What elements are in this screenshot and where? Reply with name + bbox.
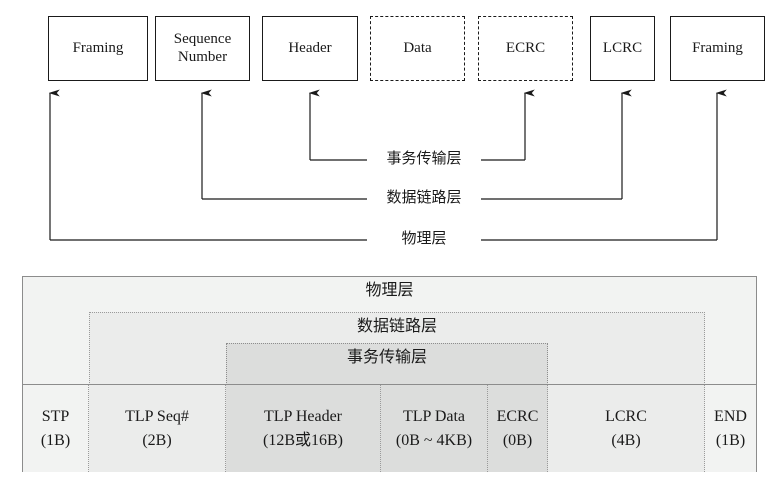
band-data-link-layer-label: 数据链路层 [356,318,437,335]
field-cell-ecrc: ECRC (0B) [488,385,548,472]
packet-box-lcrc-label: LCRC [602,39,643,56]
field-cell-tlp-header-size: (12B或16B) [262,431,343,449]
bracket-data-link-layer [200,89,632,200]
layer-encapsulation-table: 物理层 数据链路层 事务传输层 STP (1B) TLP Seq# (2B) T… [22,276,757,472]
field-cell-lcrc-size: (4B) [611,431,641,449]
caption-physical-layer: 物理层 [367,232,481,247]
packet-box-data-label: Data [403,39,432,56]
field-cell-ecrc-size: (0B) [502,431,533,449]
field-cell-lcrc: LCRC (4B) [548,385,705,472]
packet-box-framing-left: Framing [48,16,148,81]
bracket-transaction-layer [308,89,535,161]
packet-box-header-label: Header [288,39,332,56]
field-cell-lcrc-name: LCRC [605,407,647,425]
caption-physical-layer-label: 物理层 [401,231,447,247]
packet-box-data: Data [370,16,465,81]
packet-format-diagram: Framing Sequence Number Header Data ECRC… [48,16,765,247]
packet-box-framing-right-label: Framing [692,39,743,56]
packet-box-sequence-number-label-line2: Number [177,48,228,65]
band-physical-layer-label: 物理层 [365,282,414,299]
packet-box-framing-left-label: Framing [72,39,124,56]
packet-box-sequence-number: Sequence Number [155,16,250,81]
packet-box-ecrc-label: ECRC [505,39,546,56]
caption-data-link-layer: 数据链路层 [367,191,481,206]
field-cell-tlp-seq-name: TLP Seq# [125,407,189,425]
field-cell-end: END (1B) [705,385,756,472]
field-cell-end-name: END [714,407,747,425]
field-cell-tlp-seq: TLP Seq# (2B) [89,385,226,472]
packet-field-row: STP (1B) TLP Seq# (2B) TLP Header (12B或1… [23,384,756,472]
packet-box-sequence-number-label-line1: Sequence [173,30,232,47]
packet-box-framing-right: Framing [670,16,765,81]
packet-box-ecrc: ECRC [478,16,573,81]
packet-box-header: Header [262,16,358,81]
field-cell-end-size: (1B) [715,431,746,449]
field-cell-ecrc-name: ECRC [496,407,539,425]
caption-data-link-layer-label: 数据链路层 [386,190,462,206]
field-cell-tlp-data-size: (0B ~ 4KB) [395,431,473,449]
field-cell-tlp-data-name: TLP Data [402,407,466,425]
band-transaction-layer-label: 事务传输层 [346,349,427,366]
field-cell-tlp-seq-size: (2B) [142,431,172,449]
field-cell-tlp-data: TLP Data (0B ~ 4KB) [381,385,488,472]
field-cell-tlp-header-name: TLP Header [263,407,343,425]
field-cell-tlp-header: TLP Header (12B或16B) [226,385,381,472]
field-cell-stp-size: (1B) [40,431,71,449]
caption-transaction-layer-label: 事务传输层 [386,151,462,167]
caption-transaction-layer: 事务传输层 [367,152,481,167]
field-cell-stp-name: STP [41,407,70,425]
field-cell-stp: STP (1B) [23,385,89,472]
packet-box-lcrc: LCRC [590,16,655,81]
